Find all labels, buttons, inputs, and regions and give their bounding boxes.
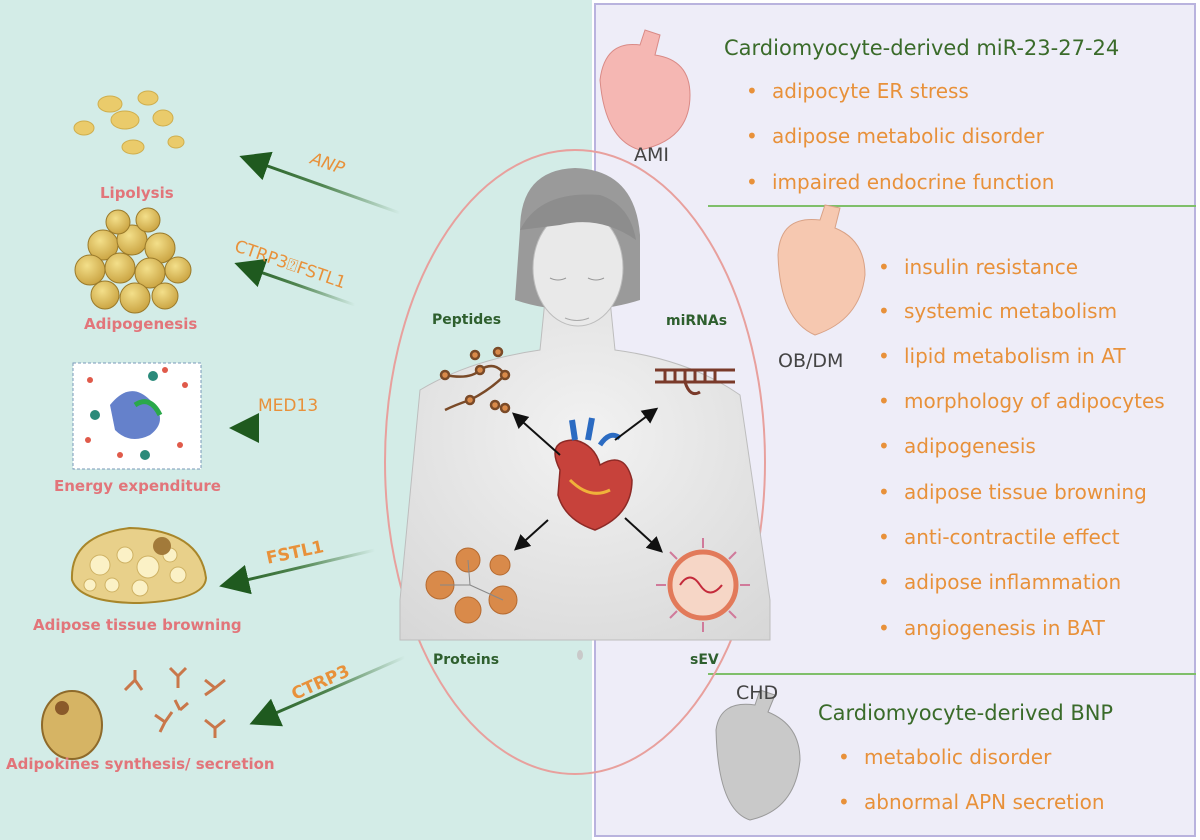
outcome-adipokines-synthesis-secretion: Adipokines synthesis/ secretion bbox=[6, 755, 275, 773]
condition-ami: AMI bbox=[634, 144, 669, 166]
body-ellipse bbox=[384, 149, 766, 775]
obdm-heart-icon bbox=[777, 204, 866, 336]
ami-item: impaired endocrine function bbox=[746, 170, 1054, 194]
obdm-item: adipose inflammation bbox=[878, 570, 1121, 594]
obdm-item: adipose tissue browning bbox=[878, 480, 1147, 504]
outcome-adipogenesis: Adipogenesis bbox=[84, 315, 198, 333]
section-divider-2 bbox=[708, 673, 1196, 675]
obdm-item: anti-contractile effect bbox=[878, 525, 1120, 549]
section-divider-1 bbox=[708, 205, 1196, 207]
chd-heart-icon bbox=[715, 689, 801, 821]
peptides-icon bbox=[439, 346, 511, 414]
central-heart-icon bbox=[554, 417, 633, 531]
proteins-icon bbox=[425, 547, 518, 624]
condition-chd: CHD bbox=[736, 682, 779, 704]
ami-item: adipocyte ER stress bbox=[746, 79, 969, 103]
outcome-adipose-tissue-browning: Adipose tissue browning bbox=[33, 616, 242, 634]
adipokines-icon bbox=[41, 666, 226, 760]
outcome-energy-expenditure: Energy expenditure bbox=[54, 477, 221, 495]
obdm-item: morphology of adipocytes bbox=[878, 389, 1165, 413]
obdm-item: adipogenesis bbox=[878, 434, 1036, 458]
outcome-lipolysis: Lipolysis bbox=[100, 184, 174, 202]
chd-item: metabolic disorder bbox=[838, 745, 1051, 769]
section-title-chd: Cardiomyocyte-derived BNP bbox=[818, 701, 1114, 725]
adipogenesis-cluster-icon bbox=[74, 207, 192, 314]
adipose-browning-cell-icon bbox=[70, 526, 208, 605]
lipolysis-droplets-icon bbox=[73, 90, 185, 155]
ami-item: adipose metabolic disorder bbox=[746, 124, 1044, 148]
chd-item: abnormal APN secretion bbox=[838, 790, 1105, 814]
obdm-item: systemic metabolism bbox=[878, 299, 1117, 323]
condition-obdm: OB/DM bbox=[778, 350, 844, 372]
obdm-item: insulin resistance bbox=[878, 255, 1078, 279]
obdm-item: lipid metabolism in AT bbox=[878, 344, 1126, 368]
energy-expenditure-icon bbox=[72, 362, 202, 470]
arrow-label-med13: MED13 bbox=[258, 396, 319, 416]
body-label-peptides: Peptides bbox=[432, 312, 502, 328]
body-label-proteins: Proteins bbox=[433, 652, 500, 668]
ami-heart-icon bbox=[599, 29, 691, 151]
body-label-sev: sEV bbox=[690, 652, 719, 668]
body-label-mirnas: miRNAs bbox=[666, 313, 728, 329]
sev-icon bbox=[656, 538, 750, 632]
section-title-ami: Cardiomyocyte-derived miR-23-27-24 bbox=[724, 36, 1120, 60]
mirna-icon bbox=[655, 368, 735, 396]
obdm-item: angiogenesis in BAT bbox=[878, 616, 1105, 640]
